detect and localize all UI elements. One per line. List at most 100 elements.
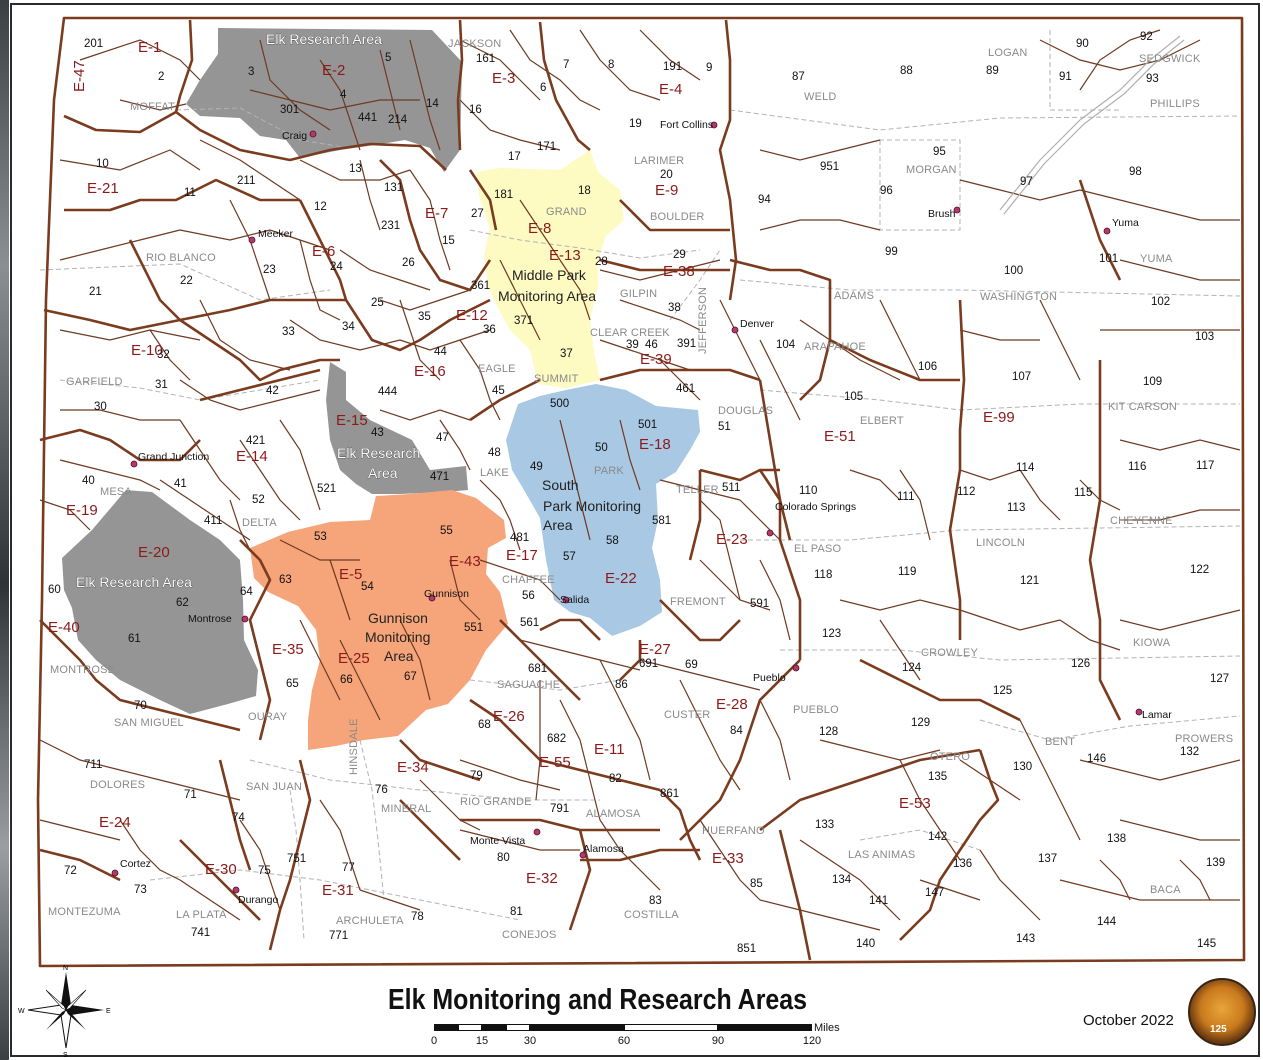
- highways: [999, 35, 1185, 215]
- dau-label: E-8: [528, 220, 551, 237]
- scale-tick: 30: [523, 1035, 537, 1047]
- unit-number: 91: [1059, 71, 1072, 83]
- dau-label: E-11: [594, 741, 625, 758]
- unit-number: 11: [184, 187, 196, 199]
- unit-number: 89: [986, 65, 999, 77]
- unit-number: 35: [418, 311, 431, 323]
- city-label: Alamosa: [583, 843, 624, 855]
- area-label: Gunnison: [368, 610, 428, 626]
- area-label: Area: [384, 648, 414, 664]
- city-label: Brush: [928, 208, 956, 220]
- county-label: SEDGWICK: [1139, 53, 1201, 65]
- area-label: Monitoring Area: [498, 288, 596, 304]
- unit-number: 133: [815, 819, 834, 831]
- county-label: JACKSON: [448, 38, 501, 50]
- unit-number: 122: [1190, 564, 1209, 576]
- city-label: Denver: [740, 318, 774, 330]
- scale-tick: 15: [475, 1035, 489, 1047]
- unit-number: 85: [750, 878, 763, 890]
- unit-number: 10: [96, 158, 109, 170]
- unit-number: 211: [237, 175, 255, 187]
- unit-number: 26: [402, 257, 415, 269]
- unit-number: 69: [685, 659, 698, 671]
- unit-number: 181: [494, 189, 513, 201]
- unit-number: 75: [258, 865, 271, 877]
- middle-park-monitoring-area[interactable]: [476, 150, 624, 388]
- gunnison-monitoring-area[interactable]: [250, 490, 508, 750]
- county-label: DOLORES: [90, 779, 145, 791]
- county-label: DELTA: [242, 517, 277, 529]
- dau-label: E-17: [506, 547, 538, 564]
- unit-number: 46: [645, 339, 658, 351]
- unit-number: 86: [615, 679, 628, 691]
- unit-number: 37: [560, 348, 573, 360]
- unit-number: 87: [792, 71, 805, 83]
- county-label: SAGUACHE: [497, 679, 560, 691]
- unit-number: 50: [595, 442, 608, 454]
- unit-number: 117: [1196, 460, 1214, 472]
- unit-number: 54: [361, 581, 374, 593]
- unit-number: 161: [476, 53, 495, 65]
- unit-number: 106: [918, 361, 937, 373]
- unit-number: 32: [157, 349, 170, 361]
- county-label: JEFFERSON: [697, 287, 709, 354]
- county-label: CHAFFEE: [502, 574, 555, 586]
- unit-number: 20: [660, 169, 673, 181]
- unit-number: 70: [134, 700, 147, 712]
- dau-label: E-6: [312, 243, 335, 260]
- unit-number: 9: [706, 62, 712, 74]
- unit-number: 34: [342, 321, 355, 333]
- dau-label: E-27: [639, 641, 671, 658]
- unit-number: 21: [89, 286, 102, 298]
- unit-number: 27: [471, 208, 484, 220]
- unit-number: 861: [660, 788, 679, 800]
- city-label: Craig: [282, 130, 307, 142]
- elk-research-area-west[interactable]: [62, 490, 258, 714]
- unit-number: 78: [411, 911, 424, 923]
- unit-number: 31: [155, 379, 168, 391]
- unit-number: 771: [329, 930, 348, 942]
- city-markers: [111, 121, 1143, 894]
- county-label: KIT CARSON: [1108, 401, 1177, 413]
- area-label: South: [542, 477, 579, 493]
- dau-label: E-40: [48, 619, 80, 636]
- dau-label: E-35: [272, 641, 304, 658]
- county-label: FREMONT: [670, 596, 726, 608]
- county-label: LAS ANIMAS: [848, 849, 915, 861]
- scale-segment: [624, 1024, 718, 1031]
- dau-label: E-13: [549, 247, 581, 264]
- county-label: WASHINGTON: [980, 291, 1057, 303]
- unit-number: 55: [440, 525, 453, 537]
- unit-number: 136: [953, 858, 972, 870]
- dau-label: E-30: [205, 861, 237, 878]
- unit-number: 71: [184, 789, 197, 801]
- county-label: SAN MIGUEL: [114, 717, 184, 729]
- unit-number: 43: [371, 427, 384, 439]
- elk-research-area-center[interactable]: [326, 362, 468, 494]
- county-label: MORGAN: [906, 164, 957, 176]
- county-label: YUMA: [1140, 253, 1173, 265]
- county-boundaries: [39, 30, 1241, 941]
- unit-number: 12: [314, 201, 327, 213]
- city-label: Salida: [560, 594, 589, 606]
- unit-number: 711: [84, 759, 102, 771]
- unit-number: 137: [1038, 853, 1057, 865]
- dau-label: E-10: [131, 342, 163, 359]
- unit-number: 66: [340, 674, 353, 686]
- unit-number: 371: [514, 315, 533, 327]
- unit-number: 751: [287, 853, 306, 865]
- city-label: Colorado Springs: [775, 501, 856, 513]
- unit-number: 53: [314, 531, 327, 543]
- dau-label: E-12: [456, 307, 488, 324]
- south-park-monitoring-area[interactable]: [506, 384, 700, 636]
- area-label: Middle Park: [512, 267, 587, 283]
- scale-segment: [718, 1024, 812, 1031]
- unit-number: 82: [609, 773, 622, 785]
- dau-label: E-55: [539, 754, 571, 771]
- unit-number: 682: [547, 733, 566, 745]
- elk-research-area-north[interactable]: [186, 28, 462, 172]
- county-label: EAGLE: [478, 363, 516, 375]
- unit-number: 121: [1020, 575, 1039, 587]
- dau-label: E-18: [639, 436, 671, 453]
